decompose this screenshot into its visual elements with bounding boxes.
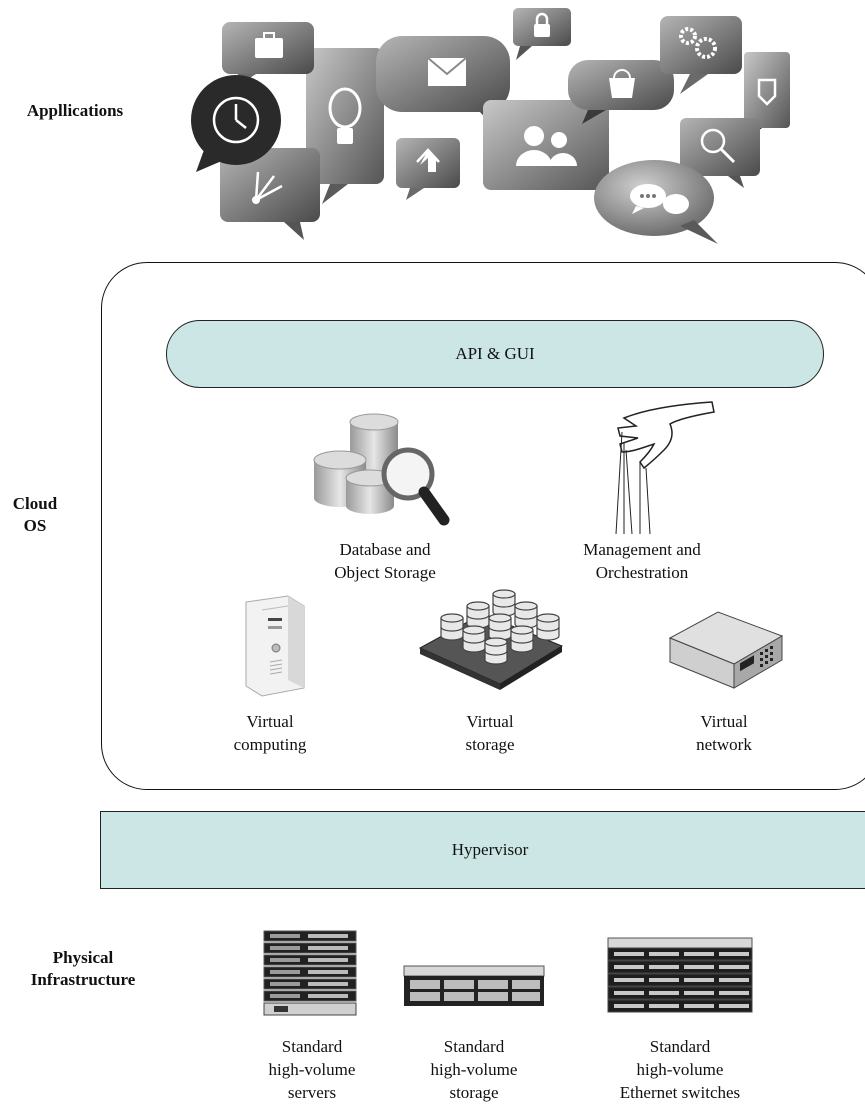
applications-layer-label: Appllications [26,101,124,120]
hypervisor-bar: Hypervisor [100,811,865,889]
database-search-icon [313,413,450,526]
server-rack-icon [263,930,357,1016]
clock-icon [191,75,281,172]
application-bubbles [191,8,790,244]
cloud-os-container [101,262,865,790]
search-icon [680,118,760,188]
lock-icon [513,8,571,60]
storage-tray-icon [418,589,564,690]
storage-unit-icon [403,965,545,1006]
house-icon [396,138,460,200]
api-gui-bar: API & GUI [166,320,824,388]
arrows-icon [220,148,320,240]
puppeteer-hand-icon [615,401,715,535]
basket-icon [568,60,674,124]
lightbulb-icon [306,48,384,204]
computer-tower-icon [245,595,305,697]
switch-stack-icon [607,937,753,1013]
people-icon [483,100,609,190]
gears-icon [660,16,742,94]
chat-icon [594,160,718,244]
network-appliance-icon [668,611,784,689]
